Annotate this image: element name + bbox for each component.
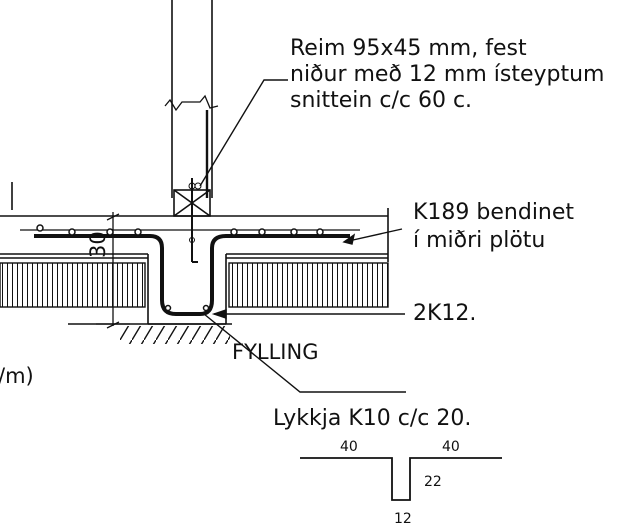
insulation-right [228,262,389,308]
rebar [20,229,360,316]
loop-width: 12 [394,511,412,527]
beam-note-line3: snittein c/c 60 c. [290,88,473,113]
fill-label: FYLLING [232,340,319,364]
beam-note-line2: niður með 12 mm ísteyptum [290,62,605,87]
left-cut-text: /m) [0,364,34,388]
mesh-bars [36,224,324,312]
ground-line [68,323,232,344]
mesh-note-line1: K189 bendinet [413,200,575,225]
loop-detail-shape [300,457,502,501]
loop-depth: 22 [424,474,442,490]
loop-detail-title: Lykkja K10 c/c 20. [273,406,472,431]
rebar-note: 2K12. [413,301,477,326]
loop-left-length: 40 [340,439,358,455]
mesh-note-line2: í miðri plötu [413,228,546,253]
leader-lines [199,79,406,393]
anchor-bolt [188,178,202,263]
loop-right-length: 40 [442,439,460,455]
beam-note-line1: Reim 95x45 mm, fest [290,36,527,61]
height-dimension-label: 30 [86,231,110,258]
insulation-left [0,262,146,308]
